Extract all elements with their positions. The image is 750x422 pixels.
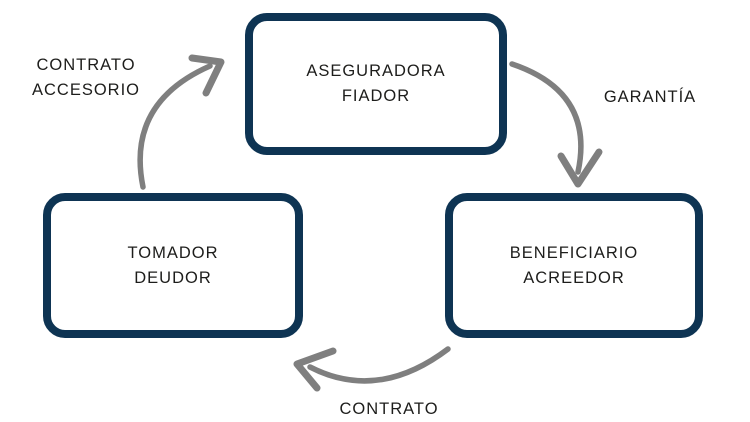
arrow-aseguradora-to-beneficiario: [509, 61, 603, 188]
edge-label-line: CONTRATO: [36, 56, 136, 74]
node-beneficiario-acreedor: BENEFICIARIO ACREEDOR: [445, 193, 703, 338]
edge-label-contrato: CONTRATO: [339, 400, 439, 418]
edge-label-contrato-accesorio: CONTRATO ACCESORIO: [16, 53, 156, 103]
node-label-line: TOMADOR: [127, 243, 219, 262]
edge-label-line: ACCESORIO: [31, 81, 141, 99]
node-label-line: BENEFICIARIO: [509, 243, 639, 262]
node-tomador-deudor: TOMADOR DEUDOR: [43, 193, 303, 338]
node-label-line: ACREEDOR: [523, 268, 625, 287]
node-label-line: DEUDOR: [134, 268, 212, 287]
arrow-tomador-to-aseguradora: [137, 54, 225, 190]
arrow-beneficiario-to-tomador: [293, 346, 451, 392]
node-label-line: ASEGURADORA: [306, 62, 446, 80]
edge-label-garantia: GARANTÍA: [603, 88, 697, 106]
node-aseguradora-fiador: ASEGURADORA FIADOR: [245, 13, 507, 155]
node-label-line: FIADOR: [341, 87, 411, 105]
